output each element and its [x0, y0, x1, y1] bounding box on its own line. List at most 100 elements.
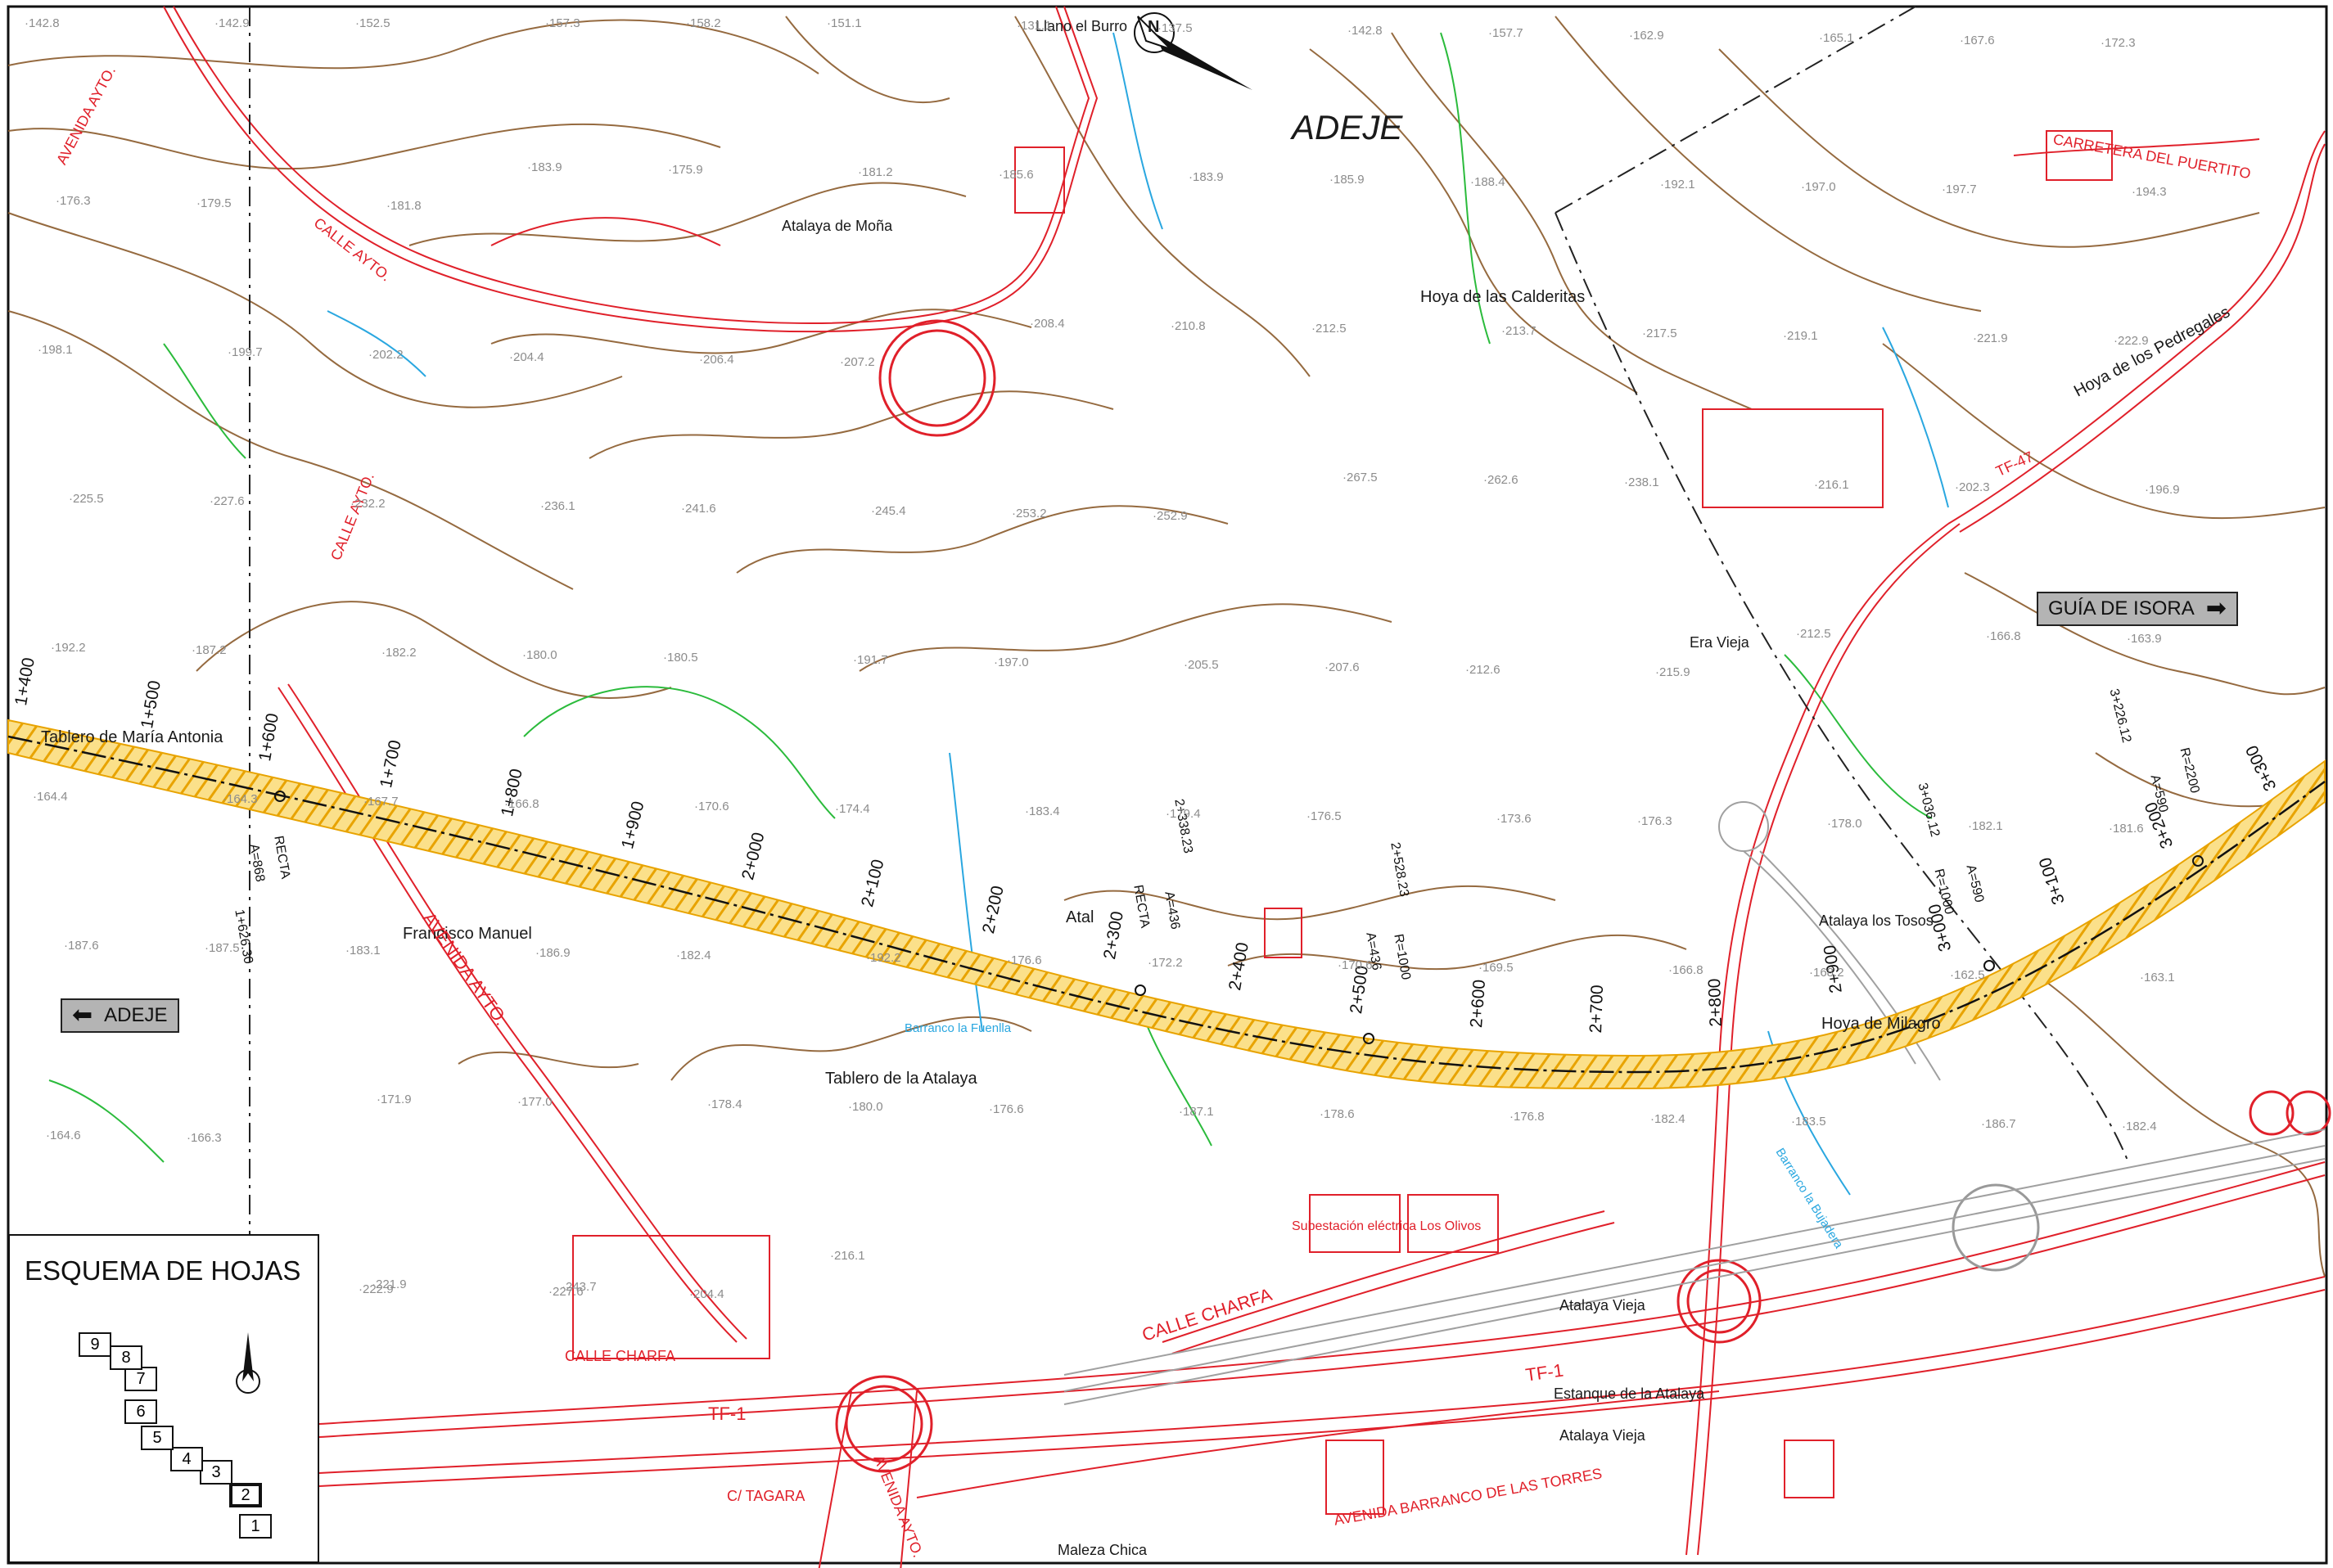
- spot-height: ·192.1: [1660, 178, 1695, 191]
- arrow-right-icon: ➡: [2205, 595, 2227, 622]
- sheet-box-active[interactable]: 2: [229, 1483, 262, 1507]
- place-label: Llano el Burro: [1036, 18, 1128, 34]
- buildings: [572, 130, 2113, 1515]
- sheet-box[interactable]: 1: [239, 1514, 272, 1539]
- sheet-box[interactable]: 5: [141, 1426, 174, 1450]
- spot-height: ·183.5: [1791, 1115, 1826, 1129]
- spot-height: ·183.9: [527, 160, 562, 174]
- spot-height: ·212.5: [1796, 627, 1831, 641]
- spot-height: ·177.0: [517, 1095, 553, 1109]
- place-label: Maleza Chica: [1058, 1542, 1148, 1558]
- spot-height: ·197.0: [1801, 180, 1836, 194]
- spot-height: ·137.5: [1157, 21, 1193, 35]
- spot-height: ·206.4: [699, 353, 734, 367]
- spot-height: ·192.2: [51, 641, 86, 655]
- place-label: Era Vieja: [1690, 634, 1749, 651]
- place-label: Tablero de María Antonia: [41, 728, 223, 746]
- spot-height: ·170.6: [1338, 958, 1373, 972]
- town-label: ADEJE: [1292, 108, 1403, 146]
- spot-height: ·252.9: [1153, 509, 1188, 523]
- spot-height: ·162.5: [1950, 968, 1985, 982]
- spot-height: ·164.6: [46, 1129, 81, 1142]
- spot-height: ·166.8: [1668, 963, 1703, 977]
- spot-height: ·202.2: [368, 348, 404, 362]
- spot-height: ·253.2: [1012, 507, 1047, 520]
- arrow-left-icon: ⬅: [72, 1002, 93, 1029]
- spot-height: ·196.9: [2145, 483, 2180, 497]
- spot-height: ·198.1: [38, 343, 73, 357]
- spot-height: ·163.9: [2127, 632, 2162, 646]
- spot-height: ·181.2: [858, 165, 893, 179]
- north-arrow-icon: [1134, 12, 1252, 90]
- spot-height: ·131.1: [1017, 19, 1052, 33]
- spot-height: ·207.2: [840, 355, 875, 369]
- spot-height: ·236.1: [540, 499, 575, 513]
- sheet-box[interactable]: 4: [170, 1447, 203, 1471]
- spot-height: ·187.5: [205, 941, 240, 955]
- spot-height: ·174.4: [835, 802, 870, 816]
- spot-height: ·188.4: [1470, 175, 1505, 189]
- spot-height: ·186.9: [535, 946, 571, 960]
- spot-height: ·182.2: [381, 646, 417, 660]
- spot-height: ·183.9: [1189, 170, 1224, 184]
- spot-height: ·178.4: [707, 1097, 742, 1111]
- spot-height: ·187.6: [64, 939, 99, 953]
- sheet-box[interactable]: 3: [200, 1460, 232, 1485]
- spot-height: ·219.1: [1783, 329, 1818, 343]
- spot-height: ·180.0: [848, 1100, 883, 1114]
- direction-sign-label: GUÍA DE ISORA: [2048, 597, 2195, 620]
- spot-height: ·222.9: [2114, 334, 2149, 348]
- spot-height: ·167.7: [363, 795, 399, 809]
- spot-height: ·176.3: [1637, 814, 1672, 828]
- spot-height: ·245.4: [871, 504, 906, 518]
- boundary-lines: [249, 6, 2129, 1234]
- spot-height: ·158.2: [686, 16, 721, 30]
- spot-height: ·175.9: [668, 163, 703, 177]
- chainage-label: 2+800: [1704, 978, 1726, 1027]
- sheet-box[interactable]: 6: [124, 1399, 157, 1424]
- direction-sign-adeje: ⬅ ADEJE: [61, 998, 179, 1033]
- place-label: Atalaya Vieja: [1559, 1297, 1645, 1313]
- road-label: CALLE CHARFA: [565, 1348, 676, 1364]
- contour-lines: [7, 16, 2326, 1277]
- sheet-box[interactable]: 9: [79, 1332, 111, 1357]
- spot-height: ·170.6: [694, 800, 729, 813]
- spot-height: ·176.3: [56, 194, 91, 208]
- spot-height: ·227.6: [210, 494, 245, 508]
- spot-height: ·212.6: [1465, 663, 1500, 677]
- spot-height: ·215.9: [1655, 665, 1690, 679]
- direction-sign-guia-de-isora: GUÍA DE ISORA ➡: [2037, 592, 2238, 626]
- vegetation-lines: [48, 32, 1933, 1163]
- spot-height: ·176.5: [1306, 809, 1342, 823]
- spot-height: ·176.6: [1007, 953, 1042, 967]
- spot-height: ·142.8: [25, 16, 60, 30]
- spot-height: ·243.7: [562, 1280, 597, 1294]
- alignment-centreline: [7, 735, 2326, 1074]
- place-label: Estanque de la Atalaya: [1554, 1386, 1705, 1402]
- spot-height: ·151.1: [827, 16, 862, 30]
- spot-height: ·179.5: [196, 196, 232, 210]
- place-label: Atalaya de Moña: [782, 218, 893, 234]
- spot-height: ·163.1: [2140, 971, 2175, 985]
- facility-label: Subestación eléctrica Los Olivos: [1292, 1219, 1482, 1233]
- spot-height: ·180.0: [522, 648, 557, 662]
- spot-height: ·167.6: [1960, 34, 1995, 47]
- sheet-key-panel: ESQUEMA DE HOJAS 1 2 3 4 5 6 7 8 9: [8, 1234, 319, 1563]
- spot-height: ·207.6: [1324, 660, 1360, 674]
- sheet-box[interactable]: 8: [110, 1345, 142, 1370]
- spot-height: ·187.2: [192, 643, 227, 657]
- sheet-box[interactable]: 7: [124, 1367, 157, 1391]
- spot-height: ·179.4: [1166, 807, 1201, 821]
- spot-height: ·192.2: [866, 951, 901, 965]
- spot-height: ·185.6: [999, 168, 1034, 182]
- spot-height: ·172.3: [2101, 36, 2136, 50]
- spot-height: ·157.3: [545, 16, 580, 30]
- spot-height: ·164.3: [223, 792, 258, 806]
- spot-height: ·213.7: [1501, 324, 1537, 338]
- place-label: Atalaya los Tosos: [1819, 912, 1934, 929]
- spot-height: ·191.7: [853, 653, 888, 667]
- spot-height: ·173.6: [1496, 812, 1532, 826]
- spot-height: ·165.1: [1819, 31, 1854, 45]
- place-label: Hoya de las Calderitas: [1420, 288, 1586, 306]
